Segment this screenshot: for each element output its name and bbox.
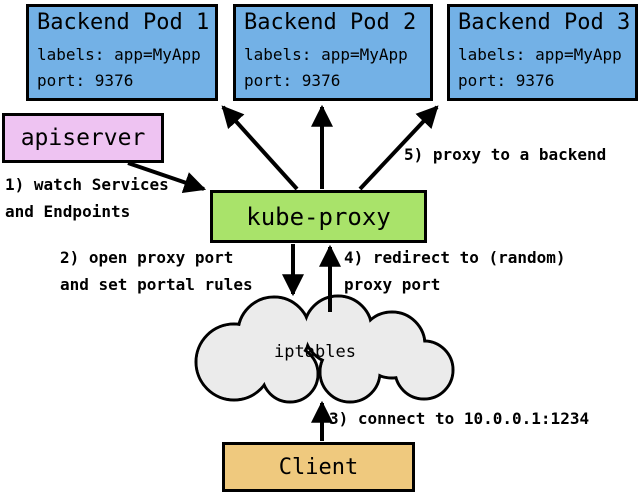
pod-labels: labels: app=MyApp	[37, 45, 201, 64]
iptables-label: iptables	[274, 342, 356, 362]
annotation-step2-line2: and set portal rules	[60, 275, 253, 294]
pod-title: Backend Pod 1	[37, 10, 210, 35]
pod-labels: labels: app=MyApp	[458, 45, 622, 64]
apiserver-label: apiserver	[20, 125, 146, 151]
pod-title: Backend Pod 2	[244, 10, 417, 35]
client-label: Client	[278, 454, 359, 480]
pod-port: port: 9376	[244, 71, 341, 90]
annotation-step1: 1) watch Services and Endpoints	[5, 171, 169, 225]
kube-proxy-label: kube-proxy	[246, 202, 391, 231]
backend-pod-1-node: Backend Pod 1 labels: app=MyApp port: 93…	[26, 4, 218, 101]
apiserver-node: apiserver	[2, 113, 164, 163]
annotation-step3-line1: 3) connect to 10.0.0.1:1234	[329, 409, 590, 428]
annotation-step4: 4) redirect to (random) proxy port	[344, 244, 566, 298]
annotation-step2: 2) open proxy port and set portal rules	[60, 244, 253, 298]
annotation-step3: 3) connect to 10.0.0.1:1234	[329, 405, 589, 432]
annotation-step1-line1: 1) watch Services	[5, 175, 169, 194]
backend-pod-3-node: Backend Pod 3 labels: app=MyApp port: 93…	[447, 4, 638, 101]
pod-labels: labels: app=MyApp	[244, 45, 408, 64]
annotation-step5: 5) proxy to a backend	[404, 141, 606, 168]
annotation-step4-line2: proxy port	[344, 275, 441, 294]
annotation-step4-line1: 4) redirect to (random)	[344, 248, 566, 267]
pod-title: Backend Pod 3	[458, 10, 631, 35]
kube-proxy-node: kube-proxy	[210, 190, 427, 243]
iptables-cloud: iptables	[194, 294, 455, 404]
annotation-step5-line1: 5) proxy to a backend	[404, 145, 607, 164]
arrow-proxy-to-backend-1	[221, 105, 299, 191]
pod-port: port: 9376	[37, 71, 134, 90]
annotation-step1-line2: and Endpoints	[5, 202, 131, 221]
annotation-step2-line1: 2) open proxy port	[60, 248, 234, 267]
backend-pod-2-node: Backend Pod 2 labels: app=MyApp port: 93…	[233, 4, 433, 101]
client-node: Client	[222, 442, 415, 492]
pod-port: port: 9376	[458, 71, 555, 90]
